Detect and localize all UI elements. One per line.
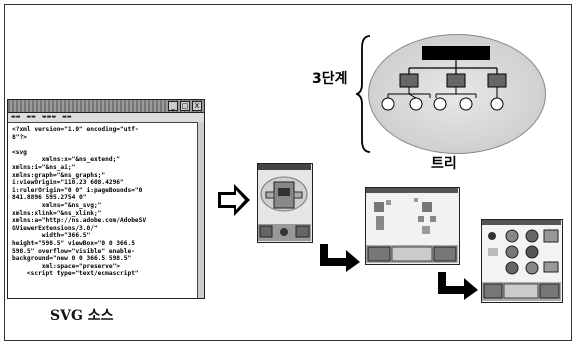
- svg-source-caption: SVG 소스: [50, 308, 114, 324]
- menu-placeholder: ▬▬: [62, 114, 72, 120]
- window-scrollbar: [197, 122, 204, 298]
- menu-placeholder: ▬▬: [26, 114, 36, 120]
- code-line: <svg: [12, 148, 27, 156]
- window-menubar: ▬▬ ▬▬ ▬▬▬ ▬▬: [8, 113, 204, 123]
- phone-screen-level3: [481, 219, 563, 303]
- tree-diagram: [381, 46, 507, 111]
- tree-mid-node: [487, 73, 507, 88]
- code-line: 8"?>: [12, 133, 27, 141]
- phone-screen-contents: [258, 164, 311, 241]
- code-line: 841.8896 595.2754 0": [12, 194, 87, 202]
- tree-caption: 트리: [431, 156, 457, 172]
- maximize-icon: □: [180, 101, 190, 111]
- code-line: 598.5" overflow="visible" enable-: [12, 247, 135, 255]
- code-line: GViewerExtensions/3.0/": [12, 224, 98, 232]
- code-line: <script type="text/ecmascript": [12, 270, 139, 278]
- tree-root-node: [422, 46, 490, 60]
- svg-source-window: _ □ X ▬▬ ▬▬ ▬▬▬ ▬▬ <?xml version="1.0" e…: [7, 99, 205, 299]
- code-line: width="366.5": [12, 232, 91, 240]
- svg-code-text: <?xml version="1.0" encoding="utf-8"?> <…: [8, 123, 204, 281]
- code-line: xmlns:a="http://ns.adobe.com/AdobeSV: [12, 217, 147, 225]
- tree-leaf-node: [409, 97, 423, 111]
- menu-placeholder: ▬▬▬: [41, 114, 57, 120]
- tree-leaf-node: [490, 97, 504, 111]
- code-line: xmlns:i="&ns_ai;": [12, 163, 76, 171]
- code-line: [12, 141, 200, 149]
- figure-frame: [4, 4, 572, 341]
- code-line: xmlns:xlink="&ns_xlink;": [12, 209, 102, 217]
- menu-placeholder: ▬▬: [11, 114, 21, 120]
- minimize-icon: _: [168, 101, 178, 111]
- tree-leaf-node: [459, 97, 473, 111]
- code-line: background="new 0 0 366.5 598.5": [12, 255, 132, 263]
- phone-screen-contents: [366, 188, 458, 263]
- code-line: height="598.5" viewBox="0 0 366.5: [12, 239, 135, 247]
- phone-screen-level2: [365, 187, 460, 265]
- stage-label: 3단계: [312, 71, 348, 87]
- code-line: xml:space="preserve">: [12, 262, 121, 270]
- phone-screen-contents: [482, 220, 561, 301]
- left-brace-icon: [356, 35, 371, 153]
- tree-leaf-node: [433, 97, 447, 111]
- code-line: <?xml version="1.0" encoding="utf-: [12, 126, 139, 133]
- code-line: i:rulerOrigin="0 0" i:pageBounds="0: [12, 186, 143, 194]
- phone-screen-level1: [257, 163, 313, 243]
- tree-leaf-node: [381, 97, 395, 111]
- bent-arrow-icon: [320, 244, 360, 272]
- right-arrow-icon: [218, 184, 250, 216]
- code-line: xmlns:graph="&ns_graphs;": [12, 171, 106, 179]
- window-titlebar: _ □ X: [8, 100, 204, 113]
- bent-arrow-icon: [438, 272, 478, 300]
- code-line: i:viewOrigin="110.23 608.4296": [12, 179, 124, 187]
- tree-mid-node: [446, 73, 466, 88]
- code-line: xmlns:x="&ns_extend;": [12, 156, 121, 164]
- code-line: xmlns="&ns_svg;": [12, 201, 102, 209]
- tree-mid-node: [399, 73, 419, 88]
- close-icon: X: [192, 101, 202, 111]
